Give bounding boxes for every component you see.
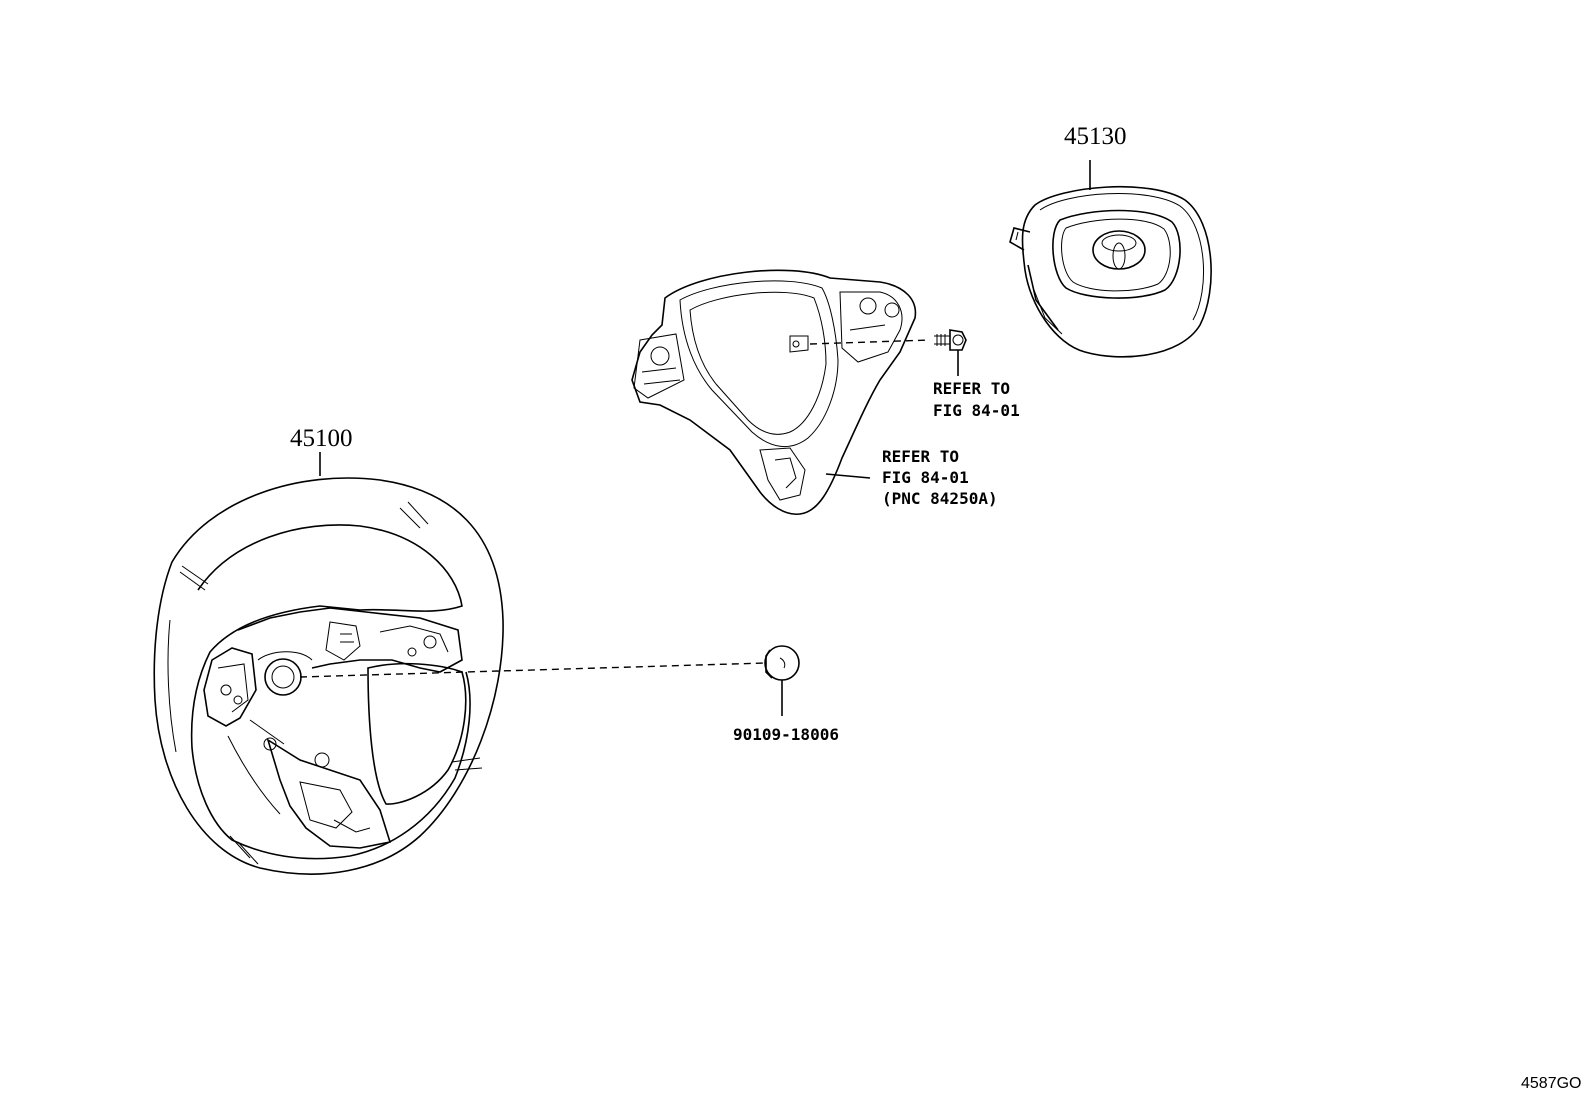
figure-id: 4587GO: [1521, 1075, 1581, 1092]
hole-plug[interactable]: [764, 645, 800, 681]
cover-callout-line2: FIG 84-01: [882, 468, 969, 487]
cover-callout-line1: REFER TO: [882, 447, 959, 466]
steering-wheel-lower-cover[interactable]: [631, 269, 917, 515]
part-number-90109-18006: 90109-18006: [733, 725, 839, 744]
mounting-bolt[interactable]: [934, 329, 967, 351]
part-number-45100: 45100: [290, 425, 353, 452]
bolt-callout-line2: FIG 84-01: [933, 401, 1020, 420]
airbag-pad[interactable]: [1009, 186, 1212, 358]
part-number-45130: 45130: [1064, 123, 1127, 150]
bolt-callout-line1: REFER TO: [933, 379, 1010, 398]
cover-callout-line3: (PNC 84250A): [882, 489, 998, 508]
steering-wheel[interactable]: [153, 477, 504, 875]
